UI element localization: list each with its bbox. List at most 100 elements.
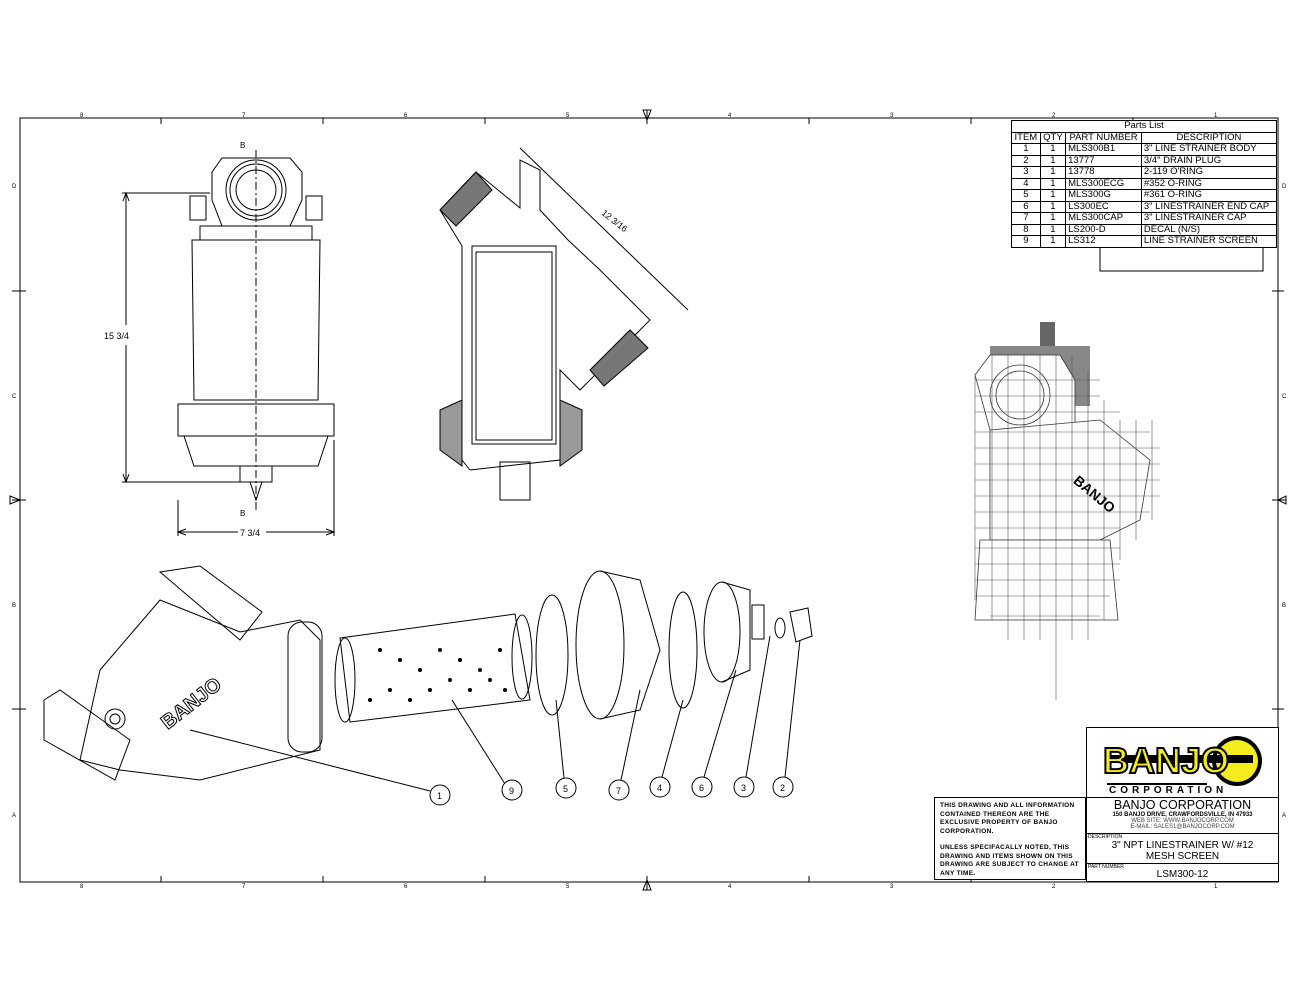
svg-text:3: 3 [890, 884, 894, 890]
svg-text:3: 3 [890, 113, 894, 119]
cell-part-number: LS300EC [1065, 200, 1142, 213]
banjo-logo: BANJO CORPORATION [1102, 736, 1262, 796]
svg-text:2: 2 [1052, 113, 1056, 119]
svg-text:1: 1 [437, 791, 442, 801]
svg-text:4: 4 [728, 884, 732, 890]
cell-part-number: LS312 [1065, 235, 1142, 248]
cell-qty: 1 [1039, 212, 1067, 225]
svg-text:B: B [1282, 603, 1286, 609]
notice-change: UNLESS SPECIFACALLY NOTED, THIS DRAWING … [940, 844, 1079, 877]
cell-item: 4 [1011, 177, 1041, 190]
company-name: BANJO CORPORATION [1113, 798, 1252, 812]
section-label-bottom: B [240, 509, 245, 518]
exploded-view: BANJO [43, 565, 813, 792]
svg-text:D: D [12, 184, 17, 190]
svg-text:1: 1 [1214, 113, 1218, 119]
description-label: DESCRIPTION [1088, 834, 1123, 840]
description-value: 3" NPT LINESTRAINER W/ #12 MESH SCREEN [1111, 840, 1254, 862]
svg-text:B: B [12, 603, 16, 609]
cell-qty: 1 [1039, 235, 1067, 248]
company-email: E-MAIL: SALES1@BANJOCORP.COM [1130, 824, 1235, 830]
cell-part-number: MLS300CAP [1065, 212, 1142, 225]
header-part-number: PART NUMBER [1065, 131, 1142, 144]
notice-box: THIS DRAWING AND ALL INFORMATION CONTAIN… [934, 797, 1086, 880]
svg-text:5: 5 [566, 884, 570, 890]
cell-qty: 1 [1039, 177, 1067, 190]
section-view [439, 147, 689, 501]
svg-text:4: 4 [657, 783, 662, 793]
svg-text:8: 8 [80, 113, 84, 119]
front-view [177, 150, 335, 510]
isometric-view: BANJO [974, 322, 1160, 700]
height-dimension [122, 191, 336, 536]
parts-list-table: Parts List ITEM QTY PART NUMBER DESCRIPT… [1011, 120, 1278, 248]
part-number-label: PART NUMBER [1088, 864, 1124, 870]
cell-part-number: MLS300ECG [1065, 177, 1142, 190]
cell-description: 3" LINESTRAINER CAP [1140, 212, 1278, 225]
cell-description: 3/4" DRAIN PLUG [1140, 154, 1278, 167]
svg-text:6: 6 [404, 113, 408, 119]
cell-qty: 1 [1039, 143, 1067, 156]
width-dimension-label: 7 3/4 [240, 528, 260, 538]
section-label-top: B [240, 141, 245, 150]
company-website: WEB SITE: WWW.BANJOCORP.COM [1131, 818, 1234, 824]
part-number-value: LSM300-12 [1156, 869, 1209, 880]
svg-text:6: 6 [404, 884, 408, 890]
cell-description: LINE STRAINER SCREEN [1140, 235, 1278, 248]
cell-description: 3" LINE STRAINER BODY [1140, 143, 1278, 156]
cell-item: 1 [1011, 143, 1041, 156]
parts-list-title: Parts List [1011, 120, 1277, 133]
svg-text:CORPORATION: CORPORATION [1109, 785, 1227, 796]
cell-qty: 1 [1039, 154, 1067, 167]
svg-text:5: 5 [563, 784, 568, 794]
svg-text:C: C [1282, 394, 1287, 400]
cell-item: 5 [1011, 189, 1041, 202]
balloons: 1 9 5 7 4 6 3 2 [429, 776, 794, 806]
cell-item: 2 [1011, 154, 1041, 167]
svg-text:7: 7 [242, 884, 246, 890]
leader-lines [189, 635, 801, 792]
svg-text:2: 2 [1052, 884, 1056, 890]
logo-box: BANJO CORPORATION [1086, 727, 1279, 801]
cell-item: 8 [1011, 223, 1041, 236]
header-item: ITEM [1011, 131, 1041, 144]
svg-text:8: 8 [80, 884, 84, 890]
cell-qty: 1 [1039, 223, 1067, 236]
svg-text:D: D [1282, 184, 1287, 190]
cell-part-number: LS200-D [1065, 223, 1142, 236]
company-box: BANJO CORPORATION 150 BANJO DRIVE, CRAWF… [1086, 797, 1279, 835]
header-qty: QTY [1039, 131, 1067, 144]
svg-text:4: 4 [728, 113, 732, 119]
cell-description: DECAL (N/S) [1140, 223, 1278, 236]
description-box: DESCRIPTION 3" NPT LINESTRAINER W/ #12 M… [1086, 833, 1279, 865]
svg-text:BANJO: BANJO [157, 674, 226, 734]
cell-description: 3" LINESTRAINER END CAP [1140, 200, 1278, 213]
svg-text:2: 2 [780, 783, 785, 793]
cell-item: 3 [1011, 166, 1041, 179]
svg-text:A: A [1282, 813, 1286, 819]
cell-description: #352 O-RING [1140, 177, 1278, 190]
cell-description: 2-119 O'RING [1140, 166, 1278, 179]
cell-description: #361 O-RING [1140, 189, 1278, 202]
cell-part-number: 13777 [1065, 154, 1142, 167]
svg-text:A: A [12, 813, 16, 819]
header-description: DESCRIPTION [1140, 131, 1278, 144]
cell-qty: 1 [1039, 166, 1067, 179]
company-address: 150 BANJO DRIVE, CRAWFORDSVILLE, IN 4793… [1112, 812, 1253, 818]
cell-qty: 1 [1039, 200, 1067, 213]
cell-item: 7 [1011, 212, 1041, 225]
svg-text:9: 9 [509, 786, 514, 796]
cell-part-number: MLS300G [1065, 189, 1142, 202]
height-dimension-label: 15 3/4 [104, 331, 129, 341]
part-number-box: PART NUMBER LSM300-12 [1086, 863, 1279, 882]
